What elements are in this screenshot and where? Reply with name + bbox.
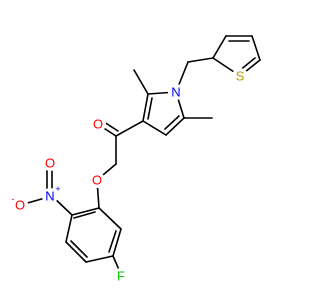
bond-phenyl-c3-c4-inner xyxy=(70,240,88,258)
carbonyl-oxygen-label: O xyxy=(93,117,103,132)
bonds xyxy=(23,35,261,273)
bond-pyrrole-c3-c4 xyxy=(142,120,167,136)
bond-pyrrole-c2-c3 xyxy=(142,93,149,122)
carbonyl-oxygen-atom: O xyxy=(90,116,106,132)
ether-oxygen-atom: O xyxy=(89,172,105,188)
sulfur-label: S xyxy=(236,69,245,84)
nitro-oxygen-minus-atom: O - xyxy=(12,194,28,213)
bond-phenyl-c6-c1 xyxy=(98,207,122,230)
nitro-oxygen-label: O xyxy=(45,156,55,171)
nitro-nitrogen-atom: N + xyxy=(42,184,61,204)
bond-pyrrole-carbonyl xyxy=(115,120,144,137)
nitro-oxygen-atom: O xyxy=(42,155,58,171)
bond-thiophene-s-c2 xyxy=(212,35,227,59)
bond-phenyl-c2-c3 xyxy=(65,214,73,243)
bond-phenyl-c5-c6 xyxy=(112,228,122,257)
bond-carbonyl-double-2 xyxy=(103,121,119,132)
bond-phenyl-c3-c4 xyxy=(65,241,87,263)
nitro-nitrogen-label: N xyxy=(45,189,54,204)
bond-phenyl-c1-c2-inner xyxy=(73,211,96,219)
bond-pyrrole-c4-c5 xyxy=(165,117,185,136)
fluorine-atom: F xyxy=(113,268,129,284)
molecule-diagram: S N O O N + O O - F xyxy=(12,35,261,284)
bond-thiophene-ch2 xyxy=(187,57,214,63)
bond-pyrrole-c2-c3-inner xyxy=(147,97,153,120)
atom-labels: S N O O N + O O - F xyxy=(12,68,248,284)
nitro-plus-charge: + xyxy=(55,184,60,194)
bond-phenyl-c1-c2 xyxy=(71,207,100,216)
structure-canvas: S N O O N + O O - F xyxy=(12,35,261,284)
nitro-minus-charge: - xyxy=(12,194,15,204)
ether-oxygen-label: O xyxy=(92,173,102,188)
bond-phenyl-c5-c6-inner xyxy=(108,230,117,253)
fluorine-label: F xyxy=(117,269,125,284)
bond-thiophene-c3-c4 xyxy=(251,35,261,61)
pyrrole-nitrogen-label: N xyxy=(171,85,180,100)
bond-pyrrole-c4-c5-inner xyxy=(164,115,180,130)
sulfur-atom: S xyxy=(232,68,248,84)
pyrrole-nitrogen-atom: N xyxy=(168,84,184,100)
bond-phenyl-c4-c5 xyxy=(85,255,114,263)
nitro-oxygen-minus-label: O xyxy=(15,198,25,213)
bond-methyl-c2 xyxy=(133,69,149,95)
